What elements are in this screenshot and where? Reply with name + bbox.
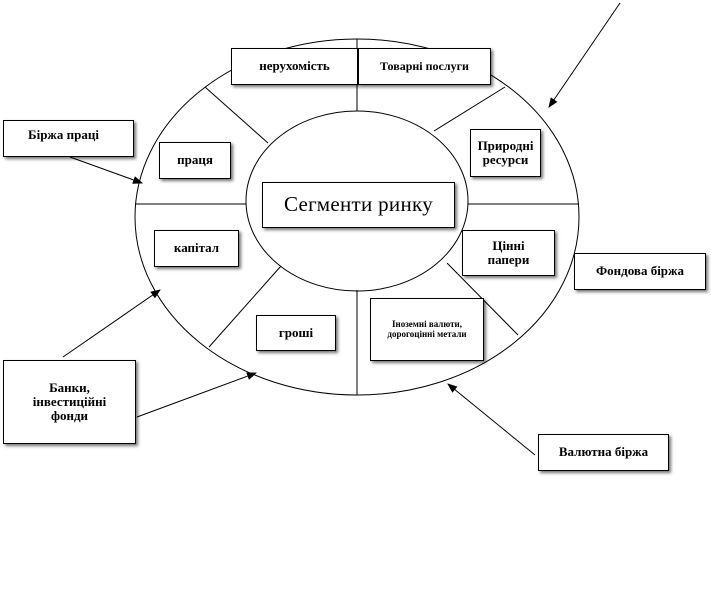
- arrow-banks-capital: [62, 289, 161, 358]
- divider-bottom-left: [208, 265, 282, 348]
- segment-foreign-currency: Іноземні валюти, дорогоцінні метали: [370, 298, 484, 361]
- labor-exchange-box: Біржа праці: [3, 120, 134, 157]
- arrow-banks-money: [136, 372, 257, 418]
- segment-real-estate: нерухомість: [231, 48, 358, 85]
- arrow-top-right: [548, 2, 621, 108]
- segment-natural-resources: Природні ресурси: [470, 129, 541, 177]
- stock-exchange-box: Фондова біржа: [574, 253, 706, 290]
- arrow-currency-exchange: [447, 383, 536, 456]
- segment-labor: праця: [159, 142, 231, 179]
- arrow-labor-exchange: [69, 156, 143, 184]
- banks-funds-box: Банки, інвестиційні фонди: [3, 360, 136, 444]
- divider-top-right: [433, 86, 506, 132]
- currency-exchange-box: Валютна біржа: [538, 434, 669, 471]
- divider-top-left: [204, 86, 269, 144]
- center-label: Сегменти ринку: [262, 182, 455, 228]
- segment-goods-services: Товарні послуги: [358, 48, 491, 85]
- segment-money: гроші: [256, 315, 336, 351]
- segment-securities: Цінні папери: [462, 230, 555, 276]
- segment-capital: капітал: [154, 230, 239, 267]
